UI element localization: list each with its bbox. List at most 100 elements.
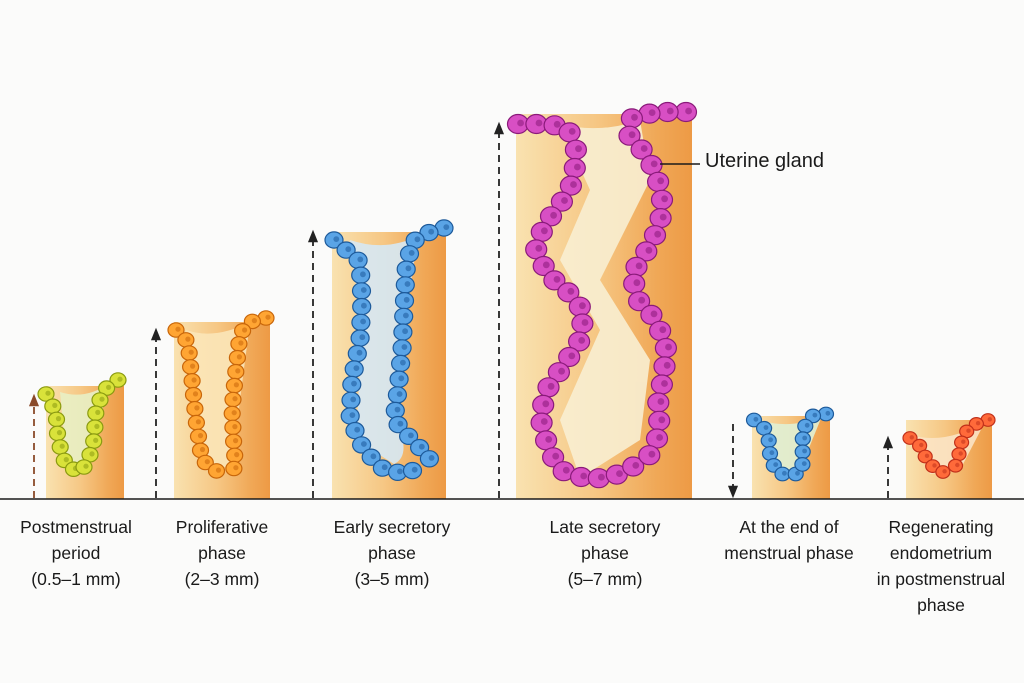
cell-nucleus	[579, 302, 586, 310]
cell-nucleus	[987, 417, 992, 422]
cell-nucleus	[233, 465, 239, 471]
cell-nucleus	[117, 376, 123, 382]
cell-nucleus	[403, 296, 410, 303]
cell-nucleus	[55, 416, 62, 422]
gland-late-secretory	[506, 101, 698, 489]
cell-nucleus	[188, 349, 194, 355]
cell-nucleus	[405, 265, 412, 272]
cell-nucleus	[541, 227, 548, 235]
cell-nucleus	[56, 430, 63, 436]
cell-nucleus	[95, 409, 101, 415]
gland-proliferative	[167, 310, 275, 479]
cell-nucleus	[958, 451, 963, 456]
cell-nucleus	[631, 113, 638, 121]
cell-nucleus	[356, 349, 363, 356]
cell-nucleus	[658, 416, 666, 424]
caption-line: Early secretory	[333, 517, 451, 537]
cell-nucleus	[570, 181, 577, 188]
caption-early-secretory: Early secretory phase (3–5 mm)	[310, 514, 474, 592]
cell-nucleus	[535, 244, 543, 252]
cell-nucleus	[542, 261, 550, 269]
cell-nucleus	[654, 230, 662, 238]
cell-nucleus	[661, 195, 668, 203]
cell-nucleus	[191, 377, 197, 383]
cell-nucleus	[93, 437, 99, 443]
cell-nucleus	[83, 463, 89, 469]
cell-nucleus	[411, 466, 418, 473]
cell-nucleus	[231, 410, 237, 416]
cell-nucleus	[357, 256, 364, 263]
cell-nucleus	[428, 455, 435, 461]
cell-nucleus	[215, 467, 222, 473]
cell-nucleus	[394, 406, 401, 413]
cell-nucleus	[199, 446, 206, 453]
caption-line: Postmenstrual	[20, 517, 132, 537]
caption-line: phase	[198, 543, 246, 563]
cell-nucleus	[825, 410, 831, 416]
cell-nucleus	[398, 375, 405, 382]
cell-nucleus	[633, 279, 641, 287]
cell-nucleus	[919, 442, 924, 448]
cell-nucleus	[403, 312, 409, 319]
cell-nucleus	[561, 197, 568, 204]
cell-nucleus	[665, 343, 672, 351]
cell-nucleus	[175, 326, 181, 332]
cell-nucleus	[185, 336, 191, 342]
gland-postmenstrual	[37, 372, 127, 477]
cell-nucleus	[397, 468, 403, 475]
cell-nucleus	[553, 276, 561, 283]
cell-nucleus	[598, 473, 605, 481]
cell-nucleus	[909, 435, 914, 440]
cell-nucleus	[753, 416, 759, 422]
cell-nucleus	[52, 402, 58, 408]
cell-nucleus	[360, 318, 366, 325]
caption-line: Proliferative	[175, 517, 269, 537]
cell-nucleus	[233, 382, 239, 388]
cell-nucleus	[666, 107, 674, 115]
cell-nucleus	[650, 160, 658, 168]
cell-nucleus	[975, 421, 981, 426]
cell-nucleus	[550, 211, 557, 219]
caption-line: Late secretory	[549, 517, 661, 537]
caption-line: phase	[581, 543, 629, 563]
cell-nucleus	[648, 109, 656, 116]
cell-nucleus	[361, 441, 367, 447]
caption-line: period	[51, 543, 101, 563]
cell-nucleus	[443, 224, 450, 231]
cell-nucleus	[562, 466, 570, 474]
lumen-late-secretory	[560, 120, 650, 478]
cell-nucleus	[99, 396, 105, 402]
cell-nucleus	[350, 396, 357, 403]
caption-regenerating: Regenerating endometrium in postmenstrua…	[866, 514, 1016, 618]
cell-nucleus	[408, 432, 414, 439]
cell-nucleus	[359, 334, 366, 341]
cell-nucleus	[581, 319, 589, 326]
cell-nucleus	[353, 365, 360, 371]
cell-nucleus	[197, 433, 204, 439]
cell-nucleus	[795, 470, 800, 476]
cell-nucleus	[782, 470, 787, 476]
gland-end-menstrual	[745, 406, 835, 482]
cell-nucleus	[932, 463, 937, 468]
cell-nucleus	[568, 127, 576, 135]
cell-nucleus	[542, 400, 550, 408]
cell-nucleus	[650, 310, 658, 318]
cell-nucleus	[361, 302, 367, 309]
cell-nucleus	[234, 452, 240, 458]
cell-nucleus	[568, 352, 576, 360]
growth-arrows	[28, 121, 894, 499]
cell-nucleus	[235, 368, 241, 374]
caption-line: phase	[368, 543, 416, 563]
cell-nucleus	[242, 327, 248, 333]
cell-nucleus	[238, 340, 244, 346]
caption-line: At the end of	[739, 517, 839, 537]
gland-regenerating	[902, 413, 996, 479]
cell-nucleus	[801, 461, 807, 466]
cell-nucleus	[204, 459, 210, 465]
caption-line: (0.5–1 mm)	[31, 569, 121, 589]
cell-nucleus	[233, 438, 239, 444]
gland-cells	[37, 101, 996, 489]
cell-nucleus	[763, 425, 769, 430]
cell-nucleus	[349, 412, 356, 418]
